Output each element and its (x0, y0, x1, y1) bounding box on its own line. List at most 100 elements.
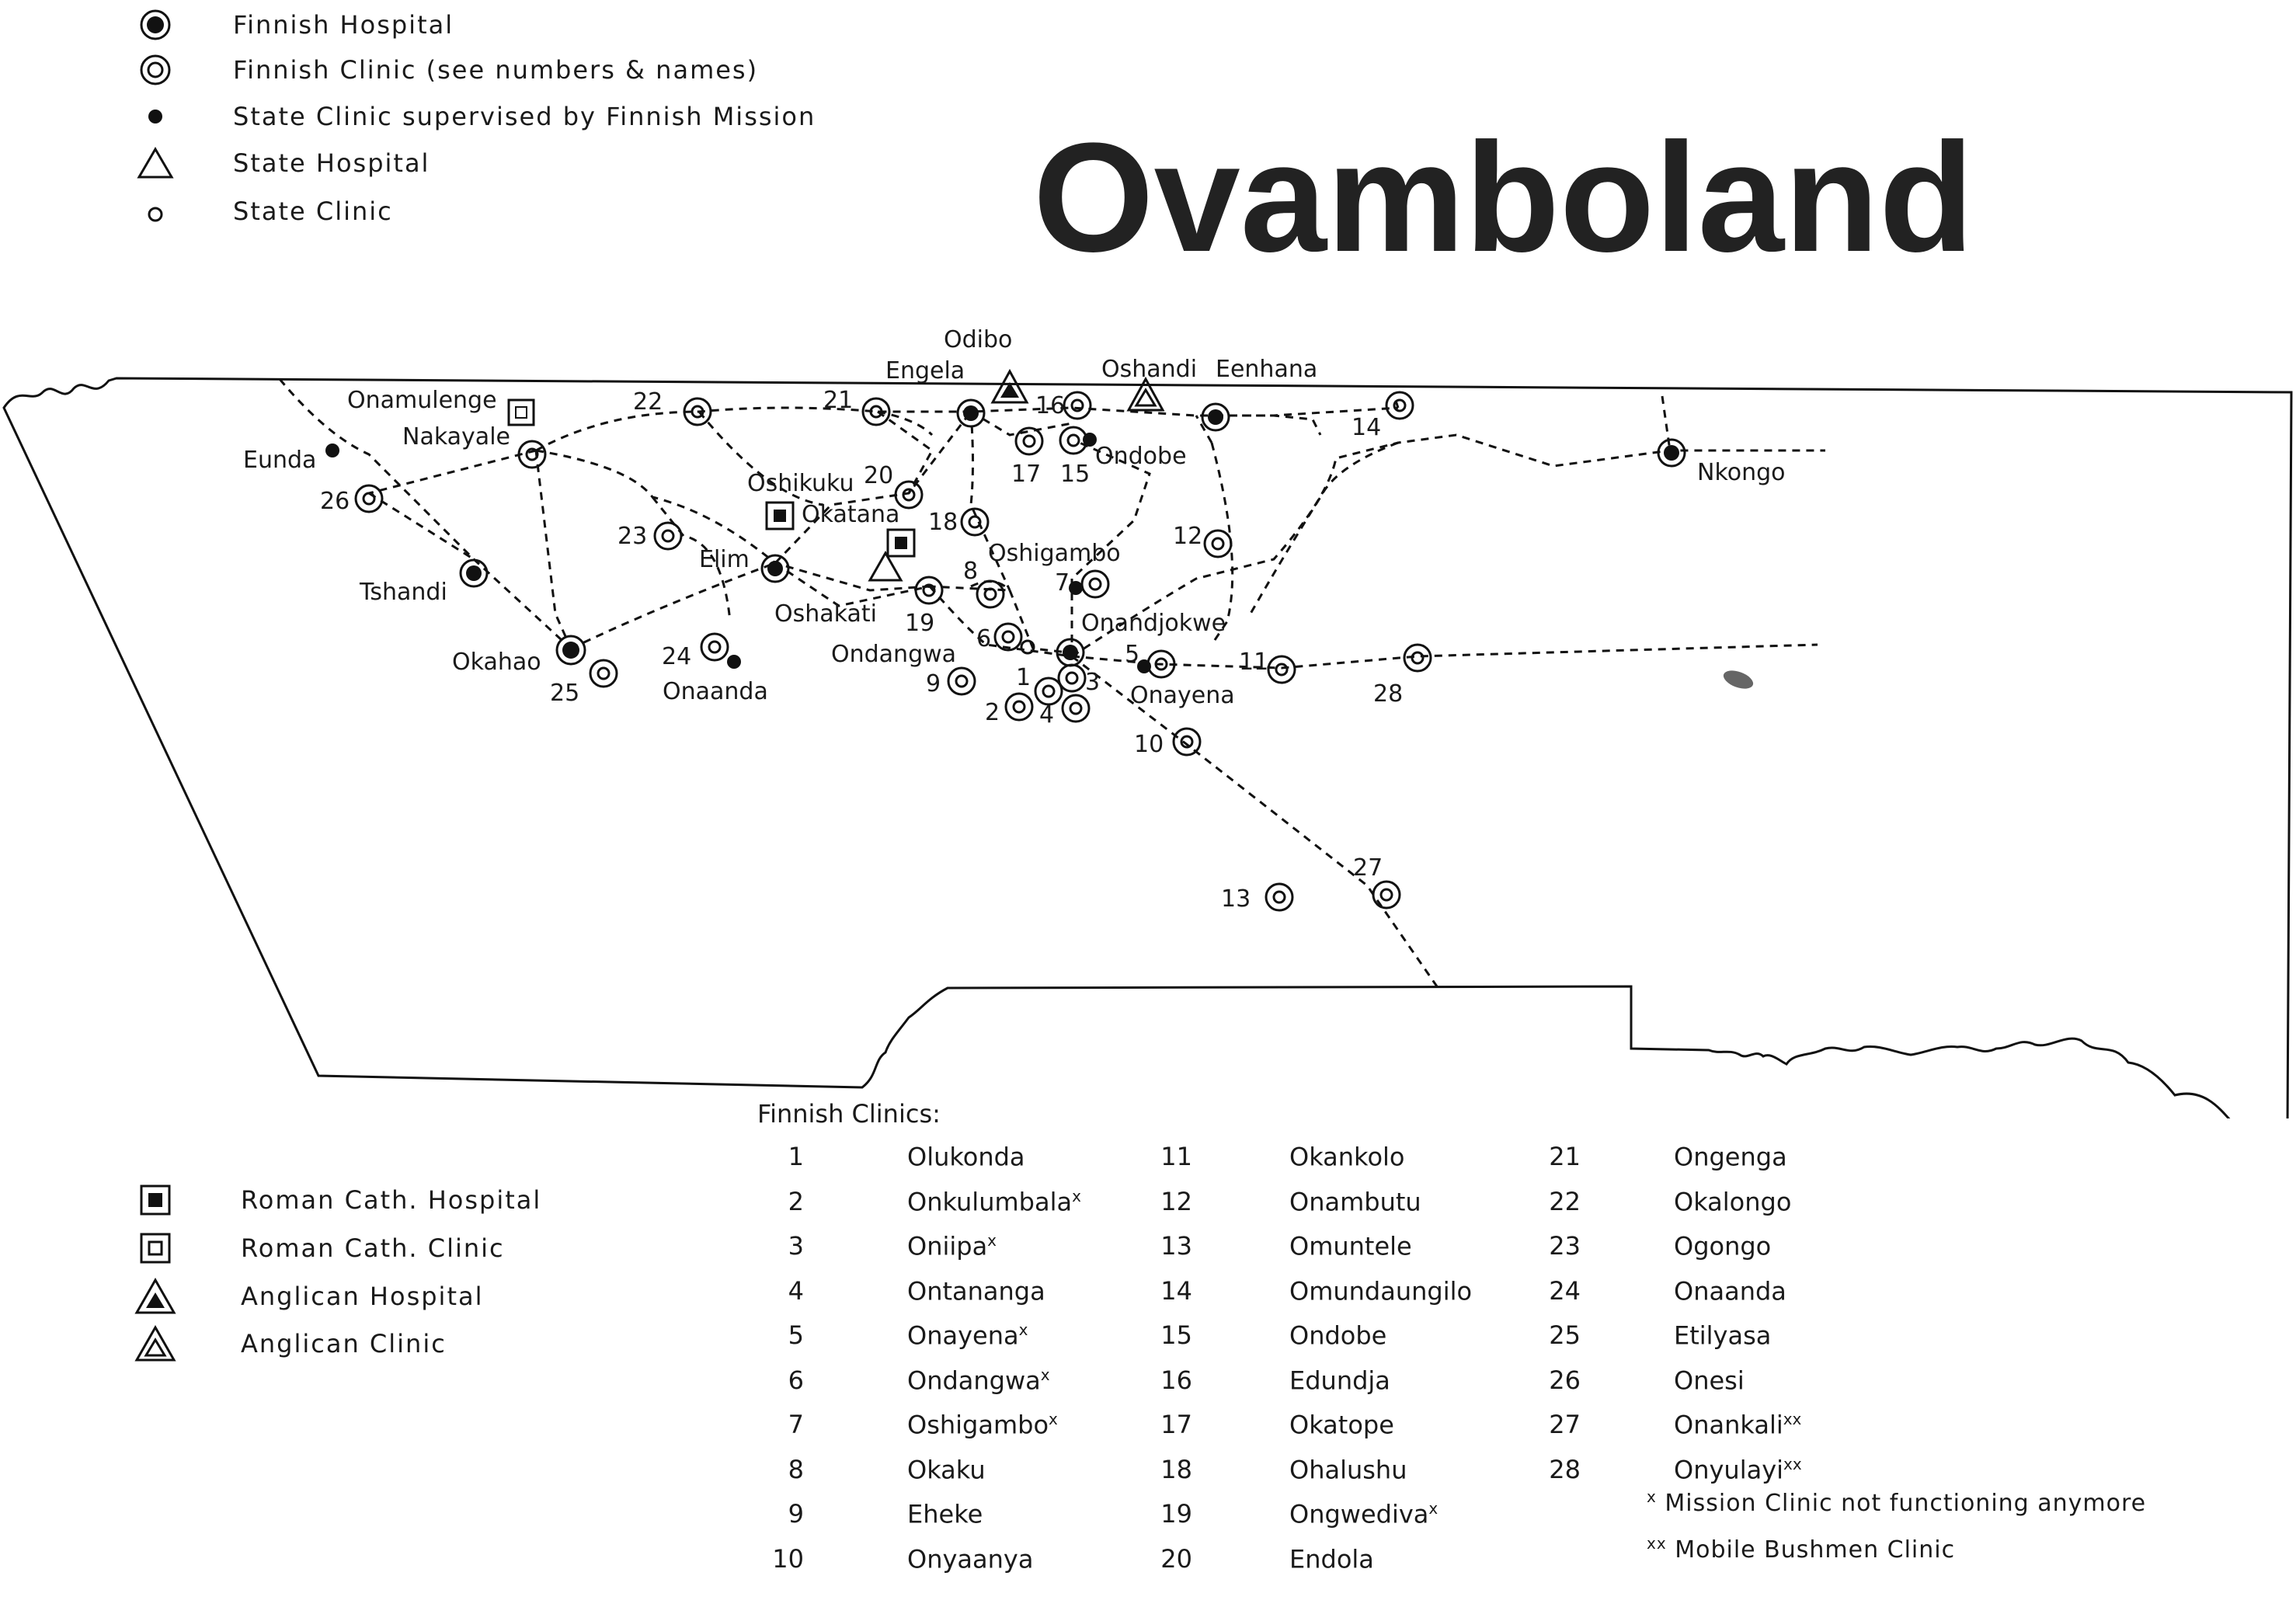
state-clinic-supervised-icon (1083, 433, 1097, 447)
finnish-clinic-icon (993, 622, 1023, 652)
clinic-name: Ongenga (1674, 1142, 1787, 1172)
clinic-name-text: Etilyasa (1674, 1320, 1772, 1351)
finnish-clinic-icon (1004, 692, 1034, 722)
clinic-name: Ongwedivax (1289, 1499, 1438, 1529)
clinic-name-text: Ondobe (1289, 1320, 1387, 1351)
place-label-onamulenge: Onamulenge (347, 387, 497, 414)
map-number: 1 (1016, 664, 1031, 691)
clinic-name-text: Okaku (907, 1455, 986, 1485)
finnish-clinic-icon (1265, 882, 1294, 912)
clinic-name-text: Olukonda (907, 1142, 1025, 1172)
finnish-clinic-icon (976, 579, 1005, 609)
clinic-number: 24 (1549, 1275, 1581, 1306)
legend-label: Anglican Clinic (241, 1329, 447, 1358)
clinic-number: 1 (788, 1142, 804, 1171)
clinic-number: 6 (788, 1365, 804, 1395)
finnish-hospital-icon (459, 558, 489, 588)
clinic-name-text: Ogongo (1674, 1231, 1772, 1261)
clinic-name: Oshigambox (907, 1410, 1058, 1440)
map-number: 5 (1125, 641, 1139, 668)
finnish-hospital-icon (760, 554, 790, 583)
region-boundary (2, 377, 2293, 1118)
clinic-name: Etilyasa (1674, 1320, 1771, 1351)
clinic-name: Ondangwax (907, 1365, 1050, 1396)
clinic-mark: xx (1783, 1454, 1802, 1473)
finnish-hospital-icon (956, 398, 986, 428)
clinic-name: Onesi (1674, 1365, 1745, 1395)
state-clinic-supervised-icon (727, 655, 741, 669)
clinic-mark: x (1049, 1410, 1058, 1428)
state-clinics-supervised (325, 433, 1151, 673)
clinic-mark: x (987, 1231, 997, 1250)
map: Odibo Engela Oshandi Eenhana Onamulenge … (2, 326, 2293, 1118)
finnish-hospitals (459, 398, 1686, 667)
place-label-ondobe: Ondobe (1095, 443, 1187, 470)
finnish-clinic-icon (1063, 391, 1092, 420)
clinic-number: 15 (1160, 1320, 1192, 1350)
clinic-name: Eheke (907, 1499, 983, 1529)
roman-cath-clinic-icon (124, 1231, 186, 1265)
clinic-name-text: Onyulayi (1674, 1455, 1784, 1485)
place-label-oshakati: Oshakati (774, 600, 877, 628)
clinic-mark: x (1040, 1365, 1050, 1384)
clinic-name: Onyulayixx (1674, 1455, 1802, 1485)
clinic-number: 9 (788, 1499, 804, 1529)
clinic-name-text: Ohalushu (1289, 1455, 1407, 1485)
clinic-name: Onaanda (1674, 1276, 1786, 1306)
legend-item-state-clinic: State Clinic (117, 188, 393, 235)
finnish-hospital-icon (1201, 402, 1230, 432)
anglican-hospital-icon (990, 368, 1029, 404)
finnish-clinic-icon (947, 666, 976, 696)
legend-label: State Clinic (233, 197, 393, 226)
clinic-name: Onayenax (907, 1320, 1028, 1351)
clinic-name-text: Onkulumbala (907, 1187, 1073, 1217)
finnish-clinic-icon (1172, 727, 1202, 757)
legend-label: Anglican Hospital (241, 1282, 484, 1311)
place-label-oshandi: Oshandi (1101, 356, 1197, 383)
clinic-name: Endola (1289, 1544, 1374, 1574)
anglican-clinic-icon (124, 1325, 186, 1362)
finnish-clinic-icon (1057, 663, 1087, 693)
clinic-number: 11 (1160, 1142, 1192, 1171)
legend-item-state-clinic-supervised: State Clinic supervised by Finnish Missi… (117, 93, 816, 140)
legend-item-anglican-clinic: Anglican Clinic (124, 1320, 447, 1367)
clinic-name-text: Omuntele (1289, 1231, 1412, 1261)
place-label-oshigambo: Oshigambo (988, 540, 1121, 567)
legend-label: Roman Cath. Clinic (241, 1233, 505, 1263)
clinic-name-text: Okatope (1289, 1410, 1394, 1440)
map-number: 18 (928, 509, 958, 536)
finnish-clinic-icon (1014, 426, 1044, 456)
map-number: 9 (926, 670, 941, 697)
clinic-number: 8 (788, 1454, 804, 1484)
map-title: Ovamboland (1033, 111, 1974, 284)
lake-mark (1723, 670, 1754, 689)
clinic-name-text: Ontananga (907, 1276, 1045, 1306)
state-clinic-icon (117, 194, 194, 228)
place-label-nakayale: Nakayale (402, 423, 510, 450)
map-number: 28 (1373, 680, 1403, 708)
map-number: 14 (1352, 414, 1381, 441)
clinics-table-title: Finnish Clinics: (757, 1099, 941, 1129)
clinic-name: Ondobe (1289, 1320, 1386, 1351)
place-label-onaanda: Onaanda (663, 678, 768, 705)
roads (278, 378, 1825, 987)
place-label-oshikuku: Oshikuku (747, 470, 854, 497)
state-hospital-icon (117, 146, 194, 180)
note-not-functioning: x Mission Clinic not functioning anymore (1647, 1487, 2146, 1517)
state-hospital-icon (868, 550, 903, 582)
map-number: 22 (633, 388, 663, 416)
clinic-name-text: Omundaungilo (1289, 1276, 1473, 1306)
clinic-number: 7 (788, 1410, 804, 1439)
note-text: Mission Clinic not functioning anymore (1665, 1490, 2147, 1517)
map-number: 17 (1011, 461, 1041, 488)
place-label-onayena: Onayena (1130, 682, 1235, 709)
finnish-clinic-icon (1403, 643, 1432, 673)
clinic-name: Okankolo (1289, 1142, 1404, 1172)
clinic-number: 3 (788, 1231, 804, 1261)
state-clinic-icon (1020, 639, 1035, 655)
finnish-clinic-icon (861, 397, 891, 426)
clinic-number: 14 (1160, 1275, 1192, 1306)
place-label-onandjokwe: Onandjokwe (1081, 610, 1226, 637)
legend-item-anglican-hospital: Anglican Hospital (124, 1273, 483, 1320)
place-label-engela: Engela (885, 357, 965, 384)
